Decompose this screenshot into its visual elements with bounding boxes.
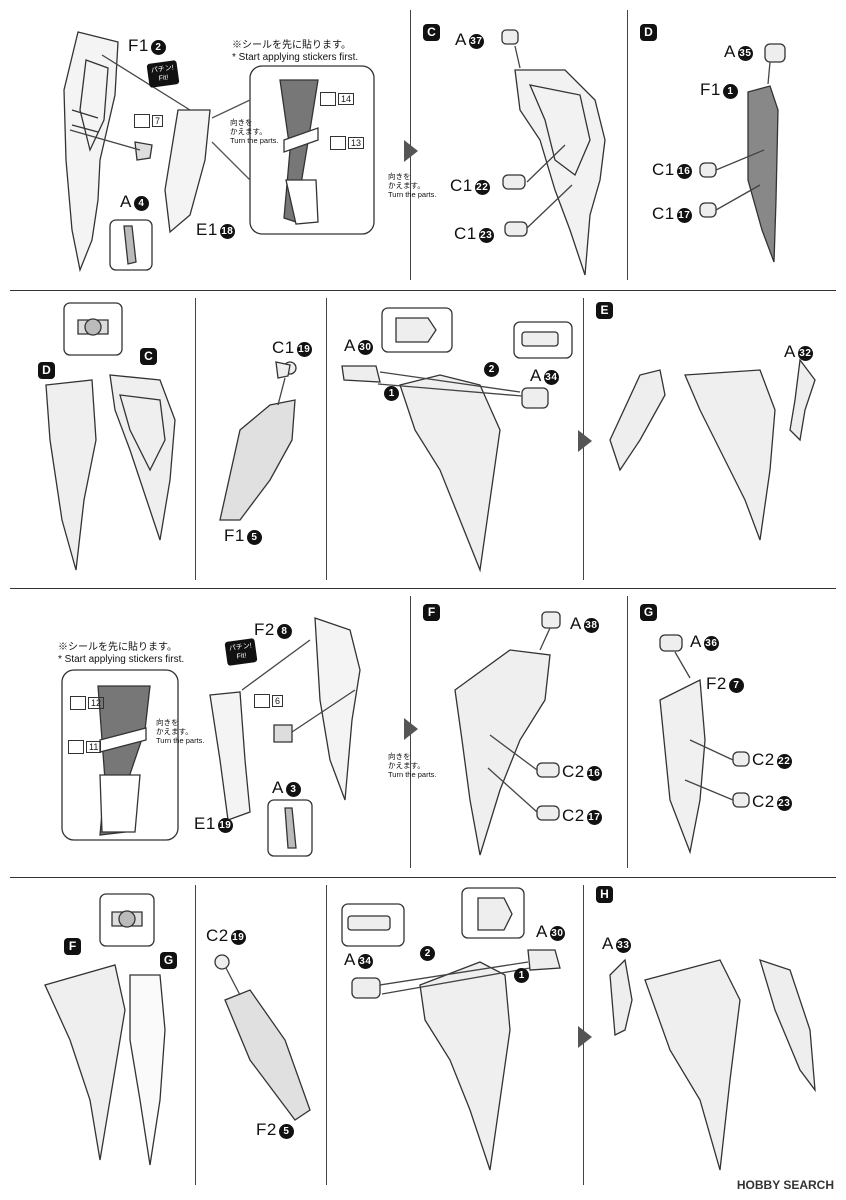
col-divider-r4b [326,885,327,1185]
fit-badge-r3: パチン!Fit! [224,638,258,666]
sticker-note-en-r3: * Start applying stickers first. [58,654,185,665]
watermark: HOBBY SEARCH [736,1178,834,1192]
step-badge-d-ref: D [38,362,55,379]
col-divider-r4a [195,885,196,1185]
next-arrow-r2 [578,430,592,452]
sticker-7: 7 [134,114,164,128]
turn-note-r3: 向きをかえます。Turn the parts. [388,752,437,779]
row-divider-1 [10,290,836,291]
next-arrow-r4 [578,1026,592,1048]
step-badge-e: E [596,302,613,319]
sticker-note-jp-r3: ※シールを先に貼ります。 [58,642,177,653]
col-divider-r1b [627,10,628,280]
turn-note-r1-panel: 向きをかえます。Turn the parts. [230,118,279,145]
fit-badge-r1: パチン!Fit! [146,60,180,88]
col-divider-r3b [627,596,628,868]
sticker-6: 6 [254,694,284,708]
sticker-note-en-r1: * Start applying stickers first. [232,52,359,63]
order-badge-2-r2: 2 [484,362,499,377]
order-badge-1-r4: 1 [514,968,529,983]
step-badge-c-ref: C [140,348,157,365]
sticker-12: 12 [70,696,105,710]
col-divider-r2b [326,298,327,580]
turn-note-r1: 向きをかえます。Turn the parts. [388,172,437,199]
step-badge-c: C [423,24,440,41]
order-badge-1-r2: 1 [384,386,399,401]
row-divider-2 [10,588,836,589]
step-badge-f-ref: F [64,938,81,955]
sticker-13: 13 [330,136,365,150]
step-badge-h: H [596,886,613,903]
step-badge-f: F [423,604,440,621]
row-divider-3 [10,877,836,878]
order-badge-2-r4: 2 [420,946,435,961]
sticker-11: 11 [68,740,102,754]
sticker-14: 14 [320,92,355,106]
turn-note-r3-panel: 向きをかえます。Turn the parts. [156,718,205,745]
turn-arrow-r1 [404,140,418,162]
step-badge-d: D [640,24,657,41]
turn-arrow-r3 [404,718,418,740]
step-badge-g: G [640,604,657,621]
col-divider-r2a [195,298,196,580]
step-badge-g-ref: G [160,952,177,969]
sticker-note-jp-r1: ※シールを先に貼ります。 [232,40,351,51]
